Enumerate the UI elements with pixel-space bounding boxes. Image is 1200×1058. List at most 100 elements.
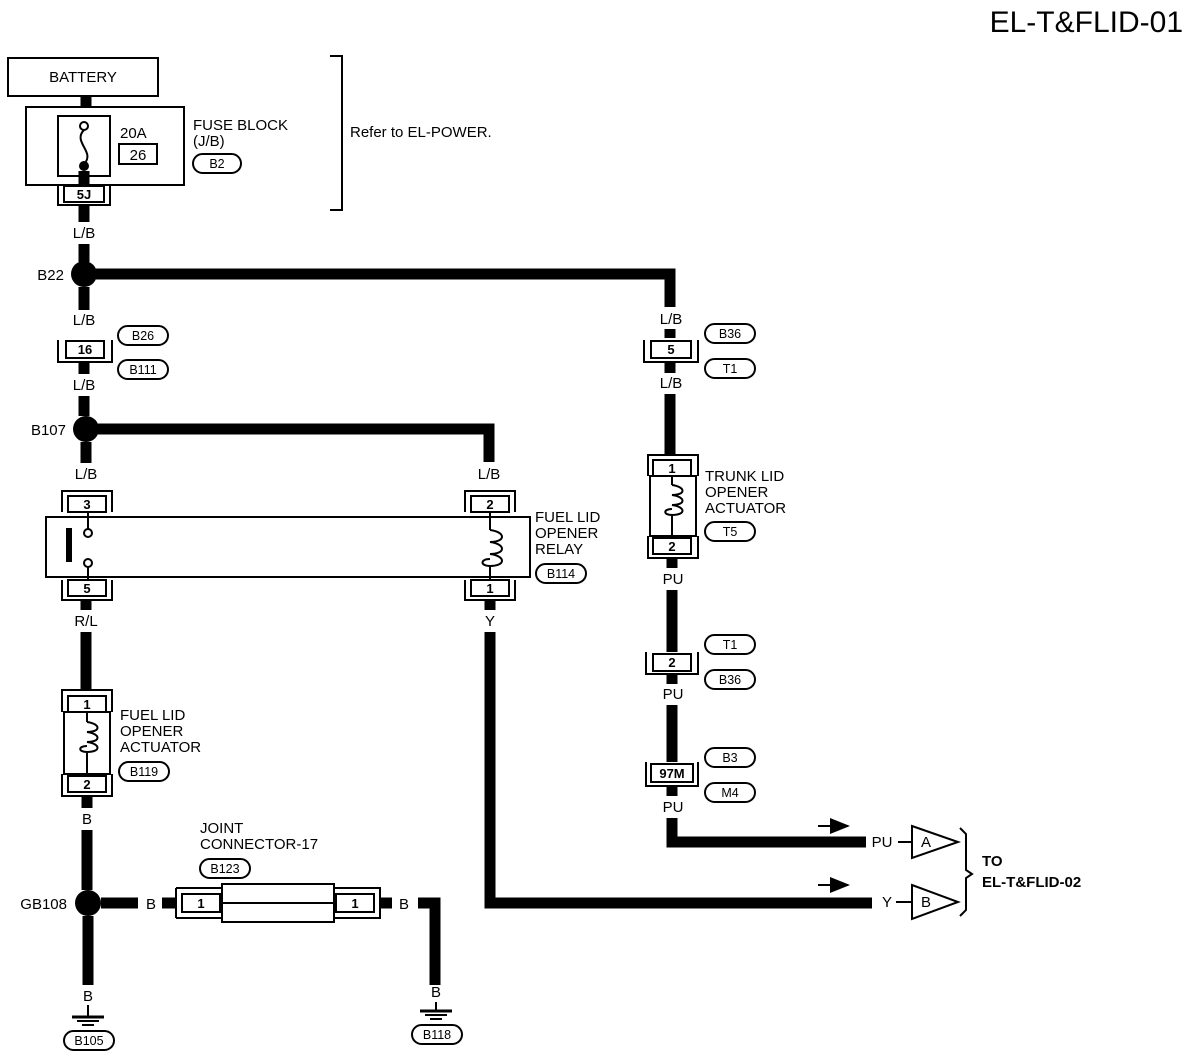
wire-color-lb: L/B [73,377,96,394]
svg-text:2: 2 [668,655,675,670]
wire-color-lb: L/B [478,466,501,483]
flag-b: B [911,883,961,921]
svg-text:B118: B118 [423,1028,451,1042]
wire-color-pu: PU [663,686,684,703]
svg-text:B3: B3 [722,751,737,765]
wire-color-pu: PU [872,834,893,851]
wire-color-lb: L/B [73,225,96,242]
svg-text:B119: B119 [130,765,158,779]
svg-text:B111: B111 [129,363,156,377]
wire-color-lb: L/B [660,375,683,392]
joint-connector-17: 1 1 [175,883,381,923]
trunk-actuator-label: TRUNK LID [705,468,784,485]
fuse-block-label: FUSE BLOCK [193,117,288,134]
refer-note: Refer to EL-POWER. [350,124,492,141]
wire-color-b: B [82,811,92,828]
splice-b22-label: B22 [37,267,64,284]
trunk-actuator-label: ACTUATOR [705,500,786,517]
splice-b107-label: B107 [31,422,66,439]
fuel-actuator-label: OPENER [120,723,184,740]
svg-text:B2: B2 [209,157,224,171]
wire-color-b: B [146,896,156,913]
connector-b26: B26 [117,325,169,346]
joint-connector-label: JOINT [200,820,243,837]
relay-label: FUEL LID [535,509,600,526]
svg-text:5J: 5J [77,187,91,202]
svg-text:T1: T1 [723,362,738,376]
svg-text:5: 5 [83,581,90,596]
svg-text:5: 5 [667,342,674,357]
svg-text:3: 3 [83,497,90,512]
splice-b22 [71,261,97,287]
flag-a: A [911,824,962,860]
svg-text:B105: B105 [74,1034,103,1048]
svg-text:1: 1 [351,896,358,911]
connector-5: 5 [643,340,699,363]
svg-text:1: 1 [83,697,90,712]
wire-color-y: Y [882,894,892,911]
svg-text:M4: M4 [721,786,738,800]
splice-b107 [73,416,99,442]
joint-connector-label: CONNECTOR-17 [200,836,318,853]
svg-text:B36: B36 [719,327,741,341]
svg-text:B: B [921,894,931,911]
connector-2: 2 [645,652,699,675]
fuel-lid-opener-actuator: 1 2 [61,689,113,797]
trunk-actuator-label: OPENER [705,484,769,501]
wire-color-lb: L/B [660,311,683,328]
wire-color-y: Y [485,613,495,630]
trunk-lid-opener-actuator: 1 2 [647,454,699,559]
wire-color-pu: PU [663,571,684,588]
svg-text:T1: T1 [723,638,738,652]
relay-label: RELAY [535,541,583,558]
svg-text:B114: B114 [547,567,575,581]
ground-b105 [72,1005,104,1026]
terminal-5j: 5J [57,185,111,206]
connector-b118: B118 [411,1024,463,1045]
svg-text:B123: B123 [210,862,239,876]
connector-16: 16 [57,340,113,363]
fuse-block-sublabel: (J/B) [193,133,225,150]
refer-bracket [330,55,343,211]
fuse-number: 26 [130,147,147,164]
wire-color-pu: PU [663,799,684,816]
fuse-amp: 20A [120,125,147,142]
fuel-actuator-label: ACTUATOR [120,739,201,756]
connector-b111: B111 [117,359,169,380]
svg-text:A: A [921,834,931,851]
connector-b123: B123 [199,858,251,879]
svg-text:1: 1 [486,581,493,596]
svg-text:B26: B26 [132,329,154,343]
connector-b36: B36 [704,323,756,344]
relay-label: OPENER [535,525,599,542]
svg-text:1: 1 [668,461,675,476]
splice-gb108 [75,890,101,916]
connector-b2: B2 [192,153,242,174]
wire-color-rl: R/L [74,613,97,630]
connector-b119: B119 [118,761,170,782]
fuse-block: 20A 26 [25,106,185,186]
svg-text:1: 1 [197,896,204,911]
connector-t1: T1 [704,358,756,379]
wire-color-lb: L/B [75,466,98,483]
battery-label: BATTERY [49,69,117,86]
connector-m4: M4 [704,782,756,803]
to-label: TO [982,853,1003,870]
connector-b114: B114 [535,563,587,584]
wire-color-b: B [83,988,93,1005]
connector-b3: B3 [704,747,756,768]
fuel-lid-opener-relay: 3 2 5 1 [45,490,531,601]
connector-b36: B36 [704,669,756,690]
svg-text:97M: 97M [659,766,684,781]
to-label-target: EL-T&FLID-02 [982,874,1081,891]
fuel-actuator-label: FUEL LID [120,707,185,724]
to-bracket [959,827,974,917]
connector-t5: T5 [704,521,756,542]
svg-text:T5: T5 [723,525,738,539]
page-title: EL-T&FLID-01 [990,6,1183,39]
svg-text:2: 2 [83,777,90,792]
ground-b118 [420,1002,452,1020]
connector-97m: 97M [645,762,699,787]
svg-text:2: 2 [486,497,493,512]
